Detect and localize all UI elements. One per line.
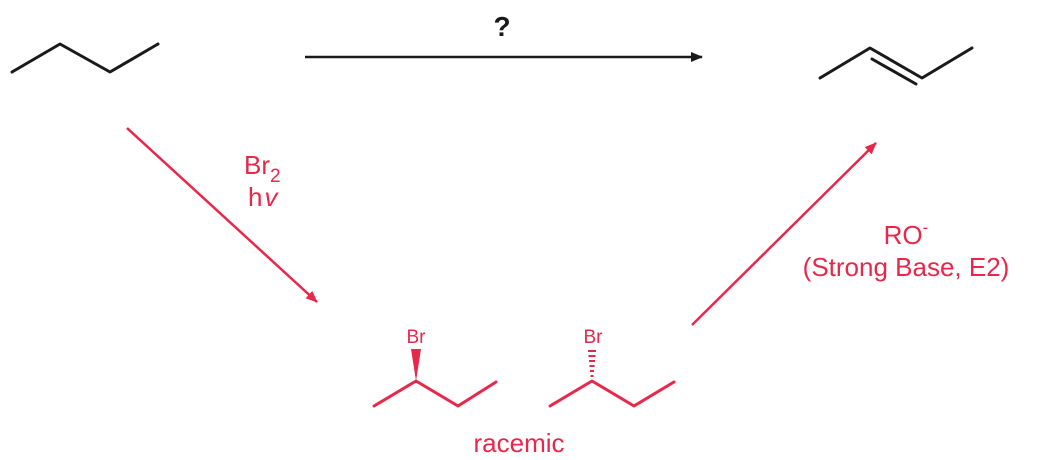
bromination-arrow (126, 127, 318, 303)
hashed-wedge-bond (588, 350, 596, 377)
reagent-conditions: (Strong Base, E2) (803, 252, 1010, 282)
reagent-base: RO- (884, 218, 929, 250)
2-butene-structure (818, 46, 974, 86)
reagent-bromine: Br2 (244, 150, 281, 187)
question-mark: ? (493, 11, 510, 42)
butane-structure (10, 42, 160, 74)
bromine-label-left: Br (407, 327, 427, 348)
elimination-arrow (691, 142, 877, 326)
bromine-label-right: Br (584, 327, 604, 348)
racemic-label: racemic (473, 428, 564, 458)
wedge-bond (411, 349, 421, 381)
reagent-light: hv (248, 182, 279, 212)
2-bromobutane-hash-structure: Br (548, 327, 676, 408)
2-bromobutane-wedge-structure: Br (372, 327, 498, 408)
